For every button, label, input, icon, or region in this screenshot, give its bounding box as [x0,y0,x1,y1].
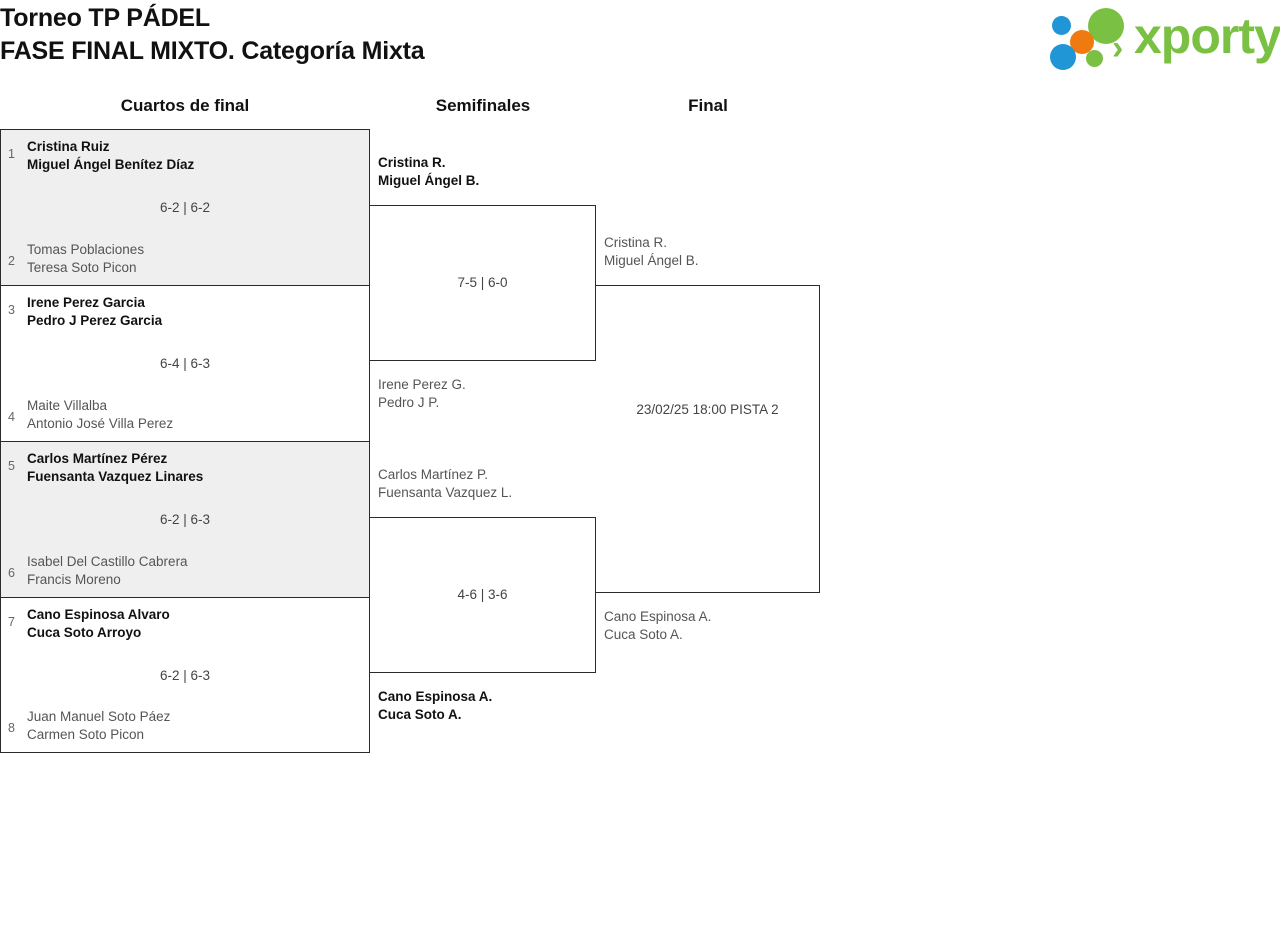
logo-dot-green-large-icon [1088,8,1124,44]
player-name: Pedro J Perez Garcia [27,313,163,328]
round-header-semifinals: Semifinales [435,96,531,115]
match-team-top: Cristina R. Miguel Ángel B. [604,234,811,270]
seed-number: 5 [8,459,15,473]
match-team-top: Carlos Martínez Pérez Fuensanta Vazquez … [27,450,361,486]
player-name: Cuca Soto A. [378,707,462,722]
match-team-bottom: Tomas Poblaciones Teresa Soto Picon [27,241,361,277]
seed-number: 8 [8,721,15,735]
match-team-bottom: Irene Perez G. Pedro J P. [378,376,587,412]
match-sf-1[interactable]: Cristina R. Miguel Ángel B. 7-5 | 6-0 Ir… [370,155,596,410]
round-header-final: Final [688,96,728,115]
seed-number: 1 [8,147,15,161]
match-team-bottom: Juan Manuel Soto Páez Carmen Soto Picon [27,708,361,744]
player-name: Cano Espinosa A. [604,609,712,624]
player-name: Cano Espinosa Alvaro [27,607,170,622]
player-name: Cuca Soto A. [604,627,683,642]
player-name: Miguel Ángel Benítez Díaz [27,157,195,172]
match-qf-1[interactable]: 1 Cristina Ruiz Miguel Ángel Benítez Día… [0,129,370,285]
match-qf-3[interactable]: 5 Carlos Martínez Pérez Fuensanta Vazque… [0,441,370,597]
match-team-bottom: Cano Espinosa A. Cuca Soto A. [604,608,811,644]
logo-dots-icon [1050,8,1126,70]
player-name: Antonio José Villa Perez [27,416,174,431]
match-score: 6-4 | 6-3 [159,356,211,371]
player-name: Fuensanta Vazquez Linares [27,469,204,484]
match-final[interactable]: Cristina R. Miguel Ángel B. 23/02/25 18:… [596,235,820,642]
match-team-top: Carlos Martínez P. Fuensanta Vazquez L. [378,466,587,502]
player-name: Cristina Ruiz [27,139,110,154]
match-team-top: Irene Perez Garcia Pedro J Perez Garcia [27,294,361,330]
player-name: Pedro J P. [378,395,440,410]
match-score: 6-2 | 6-2 [159,200,211,215]
seed-number: 6 [8,566,15,580]
page-header: Torneo TP PÁDEL FASE FINAL MIXTO. Catego… [0,0,1280,88]
round-header-quarterfinals: Cuartos de final [120,96,250,115]
player-name: Cano Espinosa A. [378,689,493,704]
match-qf-4[interactable]: 7 Cano Espinosa Alvaro Cuca Soto Arroyo … [0,597,370,753]
player-name: Tomas Poblaciones [27,242,145,257]
seed-number: 2 [8,254,15,268]
match-score: 7-5 | 6-0 [457,275,508,290]
player-name: Teresa Soto Picon [27,260,137,275]
player-name: Isabel Del Castillo Cabrera [27,554,188,569]
match-schedule: 23/02/25 18:00 PISTA 2 [636,402,779,417]
match-sf-2[interactable]: Carlos Martínez P. Fuensanta Vazquez L. … [370,467,596,722]
match-team-bottom: Maite Villalba Antonio José Villa Perez [27,397,361,433]
player-name: Fuensanta Vazquez L. [378,485,513,500]
player-name: Cristina R. [378,155,446,170]
seed-number: 3 [8,303,15,317]
match-score: 6-2 | 6-3 [159,512,211,527]
player-name: Carlos Martínez Pérez [27,451,168,466]
player-name: Cristina R. [604,235,668,250]
player-name: Carlos Martínez P. [378,467,489,482]
player-name: Juan Manuel Soto Páez [27,709,171,724]
player-name: Maite Villalba [27,398,108,413]
match-team-top: Cristina R. Miguel Ángel B. [378,154,587,190]
match-score: 6-2 | 6-3 [159,668,211,683]
player-name: Miguel Ángel B. [378,173,480,188]
player-name: Irene Perez G. [378,377,466,392]
xporty-logo[interactable]: › xporty [1050,5,1280,70]
match-team-bottom: Isabel Del Castillo Cabrera Francis More… [27,553,361,589]
match-team-top: Cristina Ruiz Miguel Ángel Benítez Díaz [27,138,361,174]
player-name: Francis Moreno [27,572,121,587]
match-team-bottom: Cano Espinosa A. Cuca Soto A. [378,688,587,724]
logo-dot-green-small-icon [1086,50,1103,67]
logo-chevron-icon: › [1112,29,1124,67]
match-qf-2[interactable]: 3 Irene Perez Garcia Pedro J Perez Garci… [0,285,370,441]
player-name: Carmen Soto Picon [27,727,145,742]
player-name: Irene Perez Garcia [27,295,145,310]
title-line-1: Torneo TP PÁDEL [0,4,210,32]
player-name: Cuca Soto Arroyo [27,625,142,640]
match-score: 4-6 | 3-6 [457,587,508,602]
match-team-top: Cano Espinosa Alvaro Cuca Soto Arroyo [27,606,361,642]
bracket: 1 Cristina Ruiz Miguel Ángel Benítez Día… [0,129,860,759]
seed-number: 4 [8,410,15,424]
tournament-title: Torneo TP PÁDEL FASE FINAL MIXTO. Catego… [0,2,425,68]
logo-dot-blue-small-icon [1052,16,1071,35]
player-name: Miguel Ángel B. [604,253,699,268]
seed-number: 7 [8,615,15,629]
logo-dot-blue-large-icon [1050,44,1076,70]
title-line-2: FASE FINAL MIXTO. Categoría Mixta [0,37,425,65]
logo-wordmark: xporty [1134,8,1280,64]
